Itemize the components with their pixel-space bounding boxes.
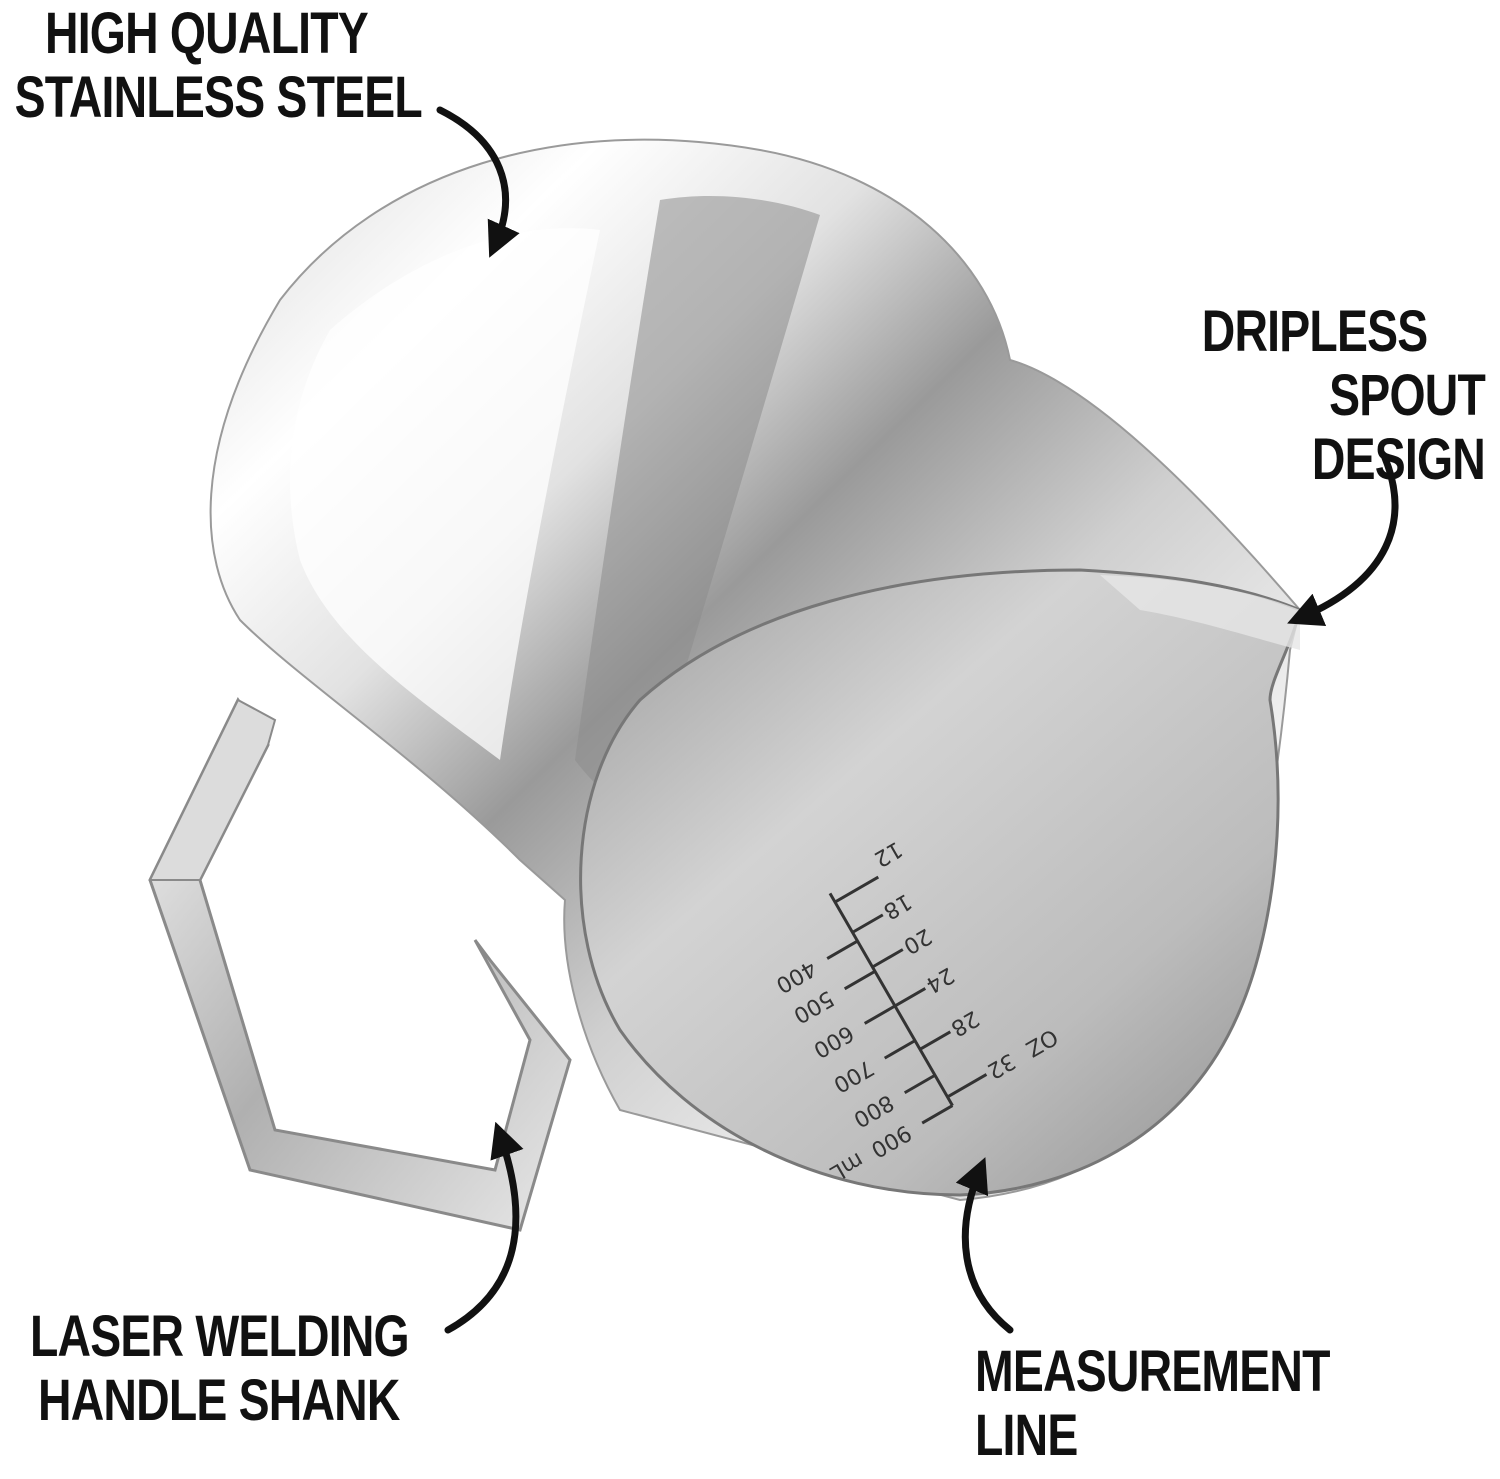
callout-dripless-spout: DRIPLESS SPOUT DESIGN bbox=[1149, 299, 1486, 492]
scale-axis bbox=[828, 892, 954, 1107]
callout-stainless-steel: HIGH QUALITY STAINLESS STEEL bbox=[15, 1, 423, 130]
callout-laser-welding: LASER WELDING HANDLE SHANK bbox=[30, 1304, 410, 1433]
handle bbox=[148, 696, 572, 1232]
arrow-stainless bbox=[436, 106, 520, 258]
callout-measurement-line: MEASUREMENT LINE bbox=[975, 1340, 1395, 1468]
callout-line: MEASUREMENT LINE bbox=[975, 1339, 1330, 1468]
arrow-handle bbox=[444, 1121, 524, 1334]
callout-arrows bbox=[436, 106, 1399, 1334]
arrow-spout bbox=[1287, 454, 1399, 626]
callout-line: HANDLE SHANK bbox=[38, 1368, 400, 1433]
callout-line: LASER WELDING bbox=[30, 1304, 410, 1369]
callout-line: STAINLESS STEEL bbox=[14, 65, 423, 130]
oz-ticks bbox=[834, 875, 988, 1099]
callout-line: DRIPLESS bbox=[1201, 299, 1428, 364]
callout-line: HIGH QUALITY bbox=[45, 1, 369, 66]
pitcher-interior bbox=[579, 568, 1302, 1197]
callout-line: SPOUT DESIGN bbox=[1311, 363, 1486, 492]
ml-ticks bbox=[826, 939, 954, 1125]
arrow-measurement bbox=[955, 1157, 1014, 1334]
